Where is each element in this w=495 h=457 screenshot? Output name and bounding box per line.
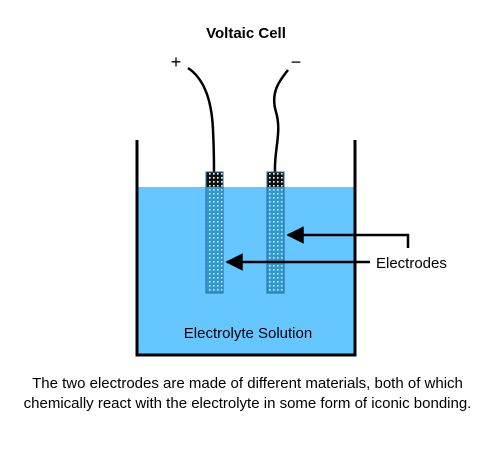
container	[135, 140, 357, 357]
electrolyte-solution	[137, 187, 355, 355]
diagram-title: Voltaic Cell	[206, 25, 286, 42]
positive-terminal-label: +	[171, 52, 182, 72]
right-electrode	[266, 171, 285, 294]
negative-wire	[272, 69, 289, 173]
electrodes-label: Electrodes	[376, 255, 447, 272]
arrow-to-right-electrode	[286, 226, 410, 248]
positive-wire	[187, 66, 216, 173]
negative-terminal-label: −	[291, 52, 302, 72]
diagram-caption: The two electrodes are made of different…	[23, 375, 472, 412]
electrolyte-solution-label: Electrolyte Solution	[184, 325, 312, 342]
left-electrode	[205, 171, 224, 294]
